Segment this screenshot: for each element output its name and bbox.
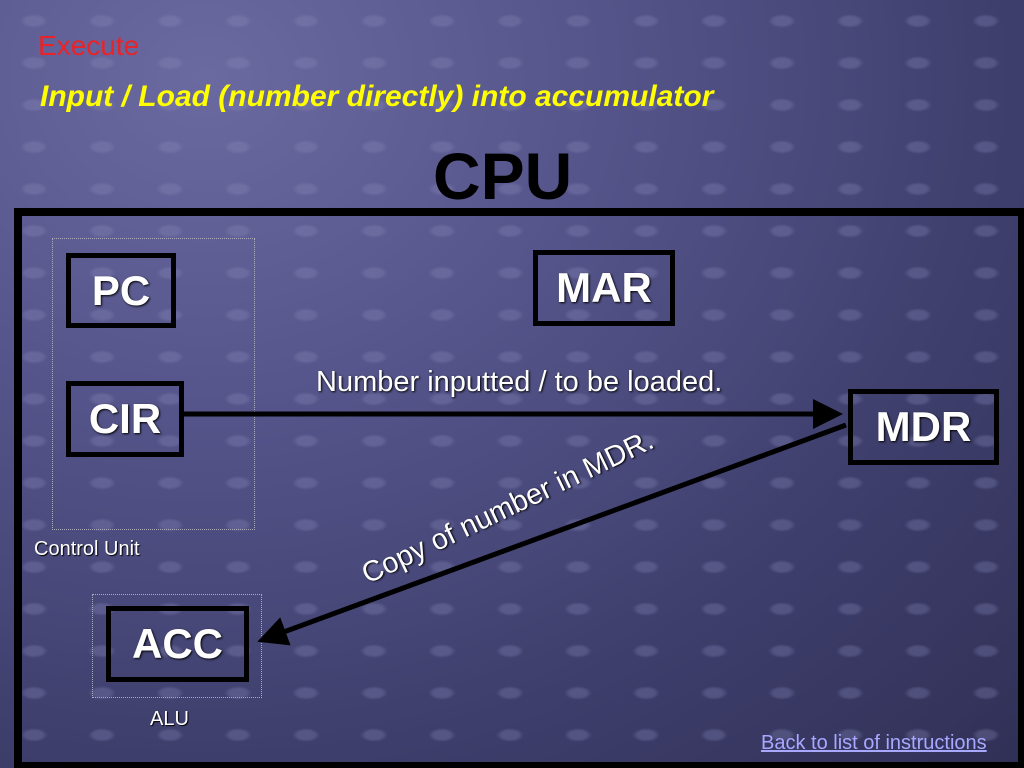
control-unit-label: Control Unit	[34, 538, 140, 560]
cpu-boundary-right	[1018, 208, 1024, 768]
cpu-boundary	[14, 208, 1024, 768]
cpu-boundary-bottom	[14, 762, 1024, 768]
register-pc: PC	[66, 253, 176, 328]
alu-label: ALU	[150, 708, 189, 730]
back-to-instructions-link[interactable]: Back to list of instructions	[761, 732, 987, 754]
register-acc: ACC	[106, 606, 249, 682]
register-cir: CIR	[66, 381, 184, 457]
stage-title: Execute	[38, 30, 140, 61]
register-mdr: MDR	[848, 389, 999, 465]
alu-region	[92, 594, 262, 698]
register-mar: MAR	[533, 250, 675, 326]
cpu-title: CPU	[433, 139, 573, 213]
instruction-title: Input / Load (number directly) into accu…	[40, 80, 714, 113]
control-unit-region	[52, 238, 255, 530]
arrow-label-cir-to-mdr: Number inputted / to be loaded.	[316, 366, 723, 398]
